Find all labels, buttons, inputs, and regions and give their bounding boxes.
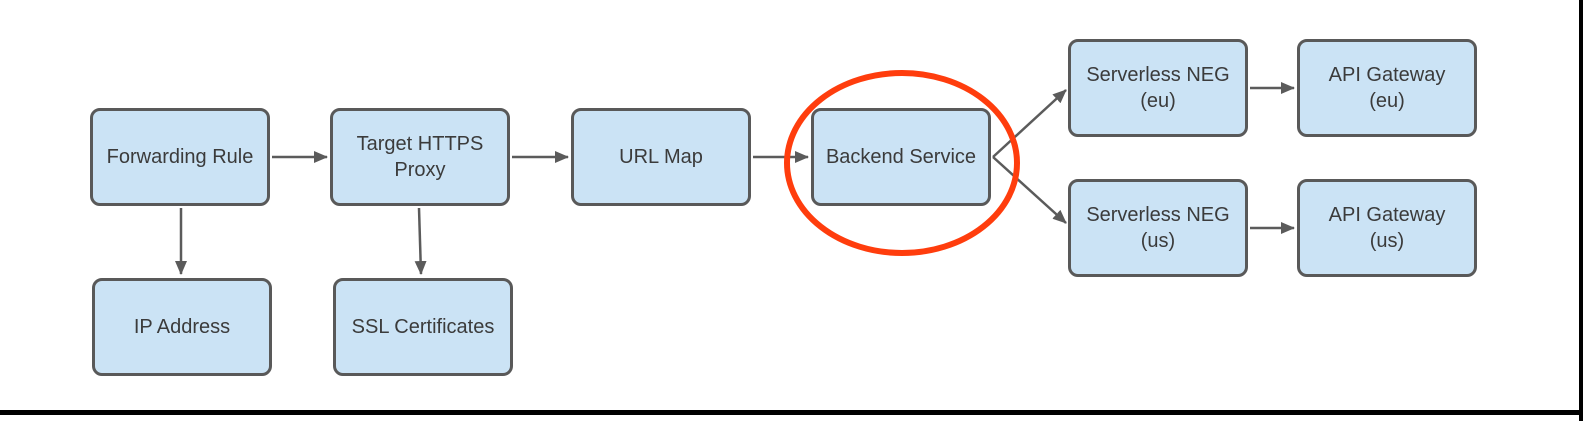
node-api-gateway-eu: API Gateway (eu)	[1297, 39, 1477, 137]
node-backend-service: Backend Service	[811, 108, 991, 206]
arrow-backend-service-to-serverless-neg-us	[992, 156, 1067, 224]
node-ip-address: IP Address	[92, 278, 272, 376]
node-label: Serverless NEG (us)	[1086, 203, 1230, 252]
node-label: API Gateway (eu)	[1328, 63, 1446, 112]
node-label: Target HTTPS Proxy	[356, 132, 484, 181]
node-label: API Gateway (us)	[1328, 203, 1446, 252]
node-ssl-certificates: SSL Certificates	[333, 278, 513, 376]
node-forwarding-rule: Forwarding Rule	[90, 108, 270, 206]
node-label: IP Address	[133, 315, 231, 338]
node-label: Backend Service	[825, 145, 977, 168]
node-label: Forwarding Rule	[106, 145, 254, 168]
node-label: URL Map	[619, 145, 703, 168]
node-target-https-proxy: Target HTTPS Proxy	[330, 108, 510, 206]
node-serverless-neg-us: Serverless NEG (us)	[1068, 179, 1248, 277]
node-label: Serverless NEG (eu)	[1086, 63, 1230, 112]
arrow-target-https-proxy-to-ssl-certificates	[414, 207, 427, 275]
page-right-border	[1579, 0, 1583, 421]
node-api-gateway-us: API Gateway (us)	[1297, 179, 1477, 277]
node-serverless-neg-eu: Serverless NEG (eu)	[1068, 39, 1248, 137]
page-bottom-border	[0, 410, 1583, 415]
node-label: SSL Certificates	[351, 315, 495, 338]
arrow-backend-service-to-serverless-neg-eu	[992, 89, 1067, 158]
node-url-map: URL Map	[571, 108, 751, 206]
